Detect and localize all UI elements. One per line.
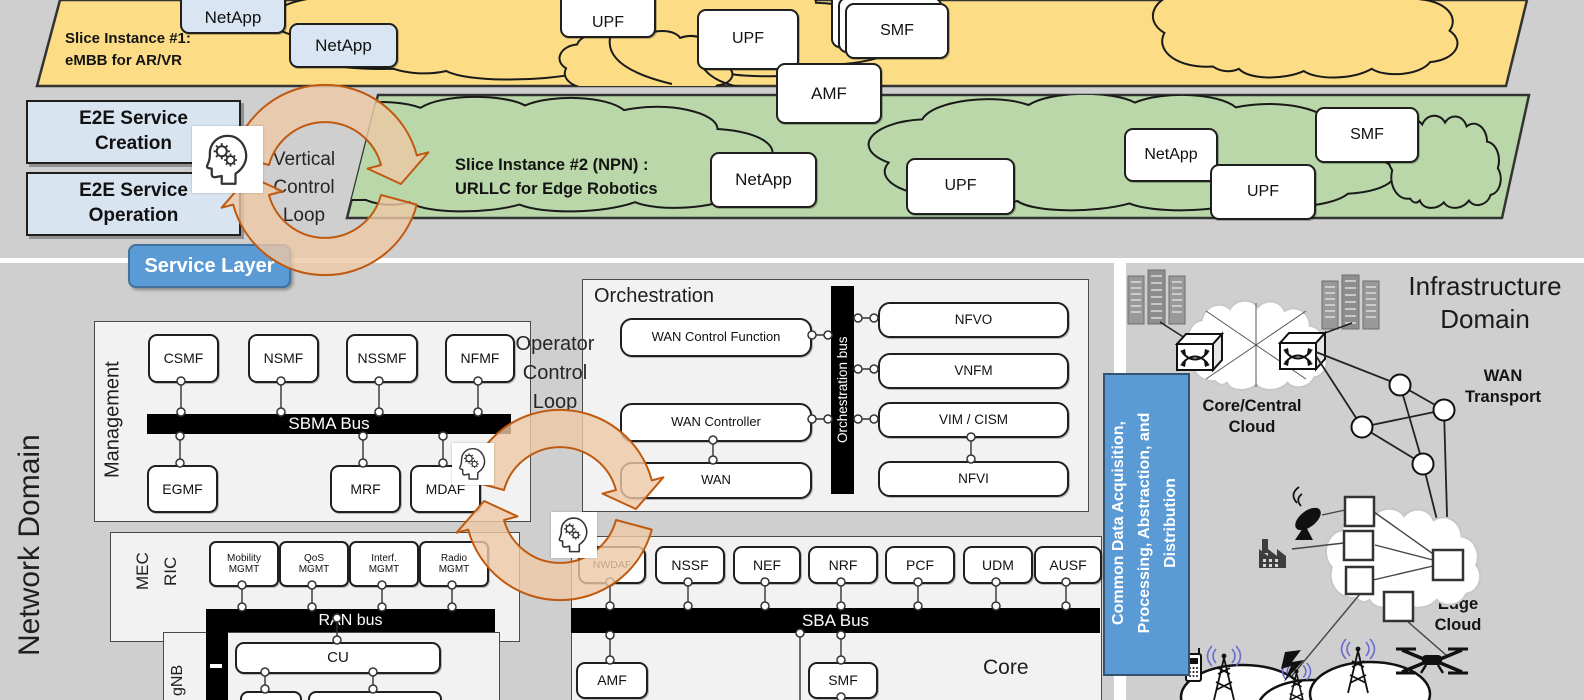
upf-box: UPF <box>906 158 1015 215</box>
edge-links <box>1275 509 1447 696</box>
nfvo-box: NFVO <box>878 302 1069 338</box>
csmf-box: CSMF <box>148 334 219 383</box>
wan-controller-box: WAN Controller <box>620 403 812 442</box>
amf-box: AMF <box>776 63 882 124</box>
nssmf-box: NSSMF <box>346 334 418 383</box>
ran-bus: RAN bus <box>206 609 495 632</box>
factory-icon <box>1259 539 1286 568</box>
ausf-box: AUSF <box>1034 546 1102 584</box>
edge-cloud-icon <box>1324 507 1482 609</box>
core-central-cloud-icon <box>1186 299 1328 391</box>
cell-tower-icon <box>1281 662 1312 700</box>
cdad-bar <box>1103 373 1190 676</box>
ran-bus-vertical-leg <box>206 609 228 700</box>
interf-mgmt-box: Interf. MGMT <box>349 541 419 587</box>
mobility-mgmt-box: Mobility MGMT <box>209 541 279 587</box>
core-central-cloud-label: Core/Central Cloud <box>1202 397 1302 436</box>
nfmf-box: NFMF <box>445 334 515 383</box>
operator-control-loop-label: Operator Control Loop <box>515 333 595 413</box>
vim-cism-box: VIM / CISM <box>878 402 1069 438</box>
mrf-box: MRF <box>330 465 401 513</box>
service-network-divider <box>0 258 1584 263</box>
egmf-box: EGMF <box>147 465 218 513</box>
netapp-box: NetApp <box>710 152 817 208</box>
du-box <box>308 691 442 700</box>
pcf-box: PCF <box>885 546 955 584</box>
nrf-box: NRF <box>808 546 878 584</box>
core-label: Core <box>983 656 1029 679</box>
network-switch-icon <box>1174 331 1225 373</box>
nssf-box: NSSF <box>655 546 725 584</box>
orchestration-title: Orchestration <box>594 285 715 307</box>
lightning-icon <box>1281 650 1304 682</box>
udm-box: UDM <box>963 546 1033 584</box>
slice2-title: Slice Instance #2 (NPN) :URLLC for Edge … <box>455 156 658 198</box>
cdad-bar-label: Common Data Acquisition,Processing, Abst… <box>1110 412 1179 634</box>
head-gears-icon <box>192 126 263 193</box>
netapp-box: NetApp <box>289 23 398 68</box>
cu-box: CU <box>235 642 441 674</box>
du-box <box>240 691 302 700</box>
orchestration-bus-label: Orchestration bus <box>835 336 850 444</box>
drone-icon <box>1396 647 1468 675</box>
network-domain-label: Network Domain <box>13 434 46 656</box>
wan-transport-graph <box>1315 351 1456 553</box>
radio-mgmt-box: Radio MGMT <box>419 541 489 587</box>
gnb-side-label: gNB <box>169 664 186 696</box>
server-rack-icon <box>1127 269 1186 325</box>
nef-box: NEF <box>733 546 801 584</box>
wan-box: WAN <box>620 462 812 499</box>
smf-box: SMF <box>845 3 949 59</box>
netapp-box: NetApp <box>1124 128 1218 182</box>
service-layer-badge: Service Layer <box>128 244 291 288</box>
management-side-label: Management <box>101 361 124 479</box>
core-smf-box: SMF <box>808 662 878 699</box>
cell-tower-icon <box>1340 638 1376 694</box>
vnfm-box: VNFM <box>878 353 1069 389</box>
edge-cloud-label: Edge Cloud <box>1434 595 1482 634</box>
upf-box: UPF <box>560 0 656 38</box>
slice1-title: Slice Instance #1:eMBB for AR/VR <box>65 30 191 69</box>
server-rack-icon <box>1321 274 1380 330</box>
satellite-dish-icon <box>1292 486 1321 540</box>
upf-box: UPF <box>1210 164 1316 220</box>
nfvi-box: NFVI <box>878 461 1069 497</box>
wan-transport-label: WAN Transport <box>1464 367 1542 406</box>
orchestration-bus <box>831 286 854 494</box>
wan-control-function-box: WAN Control Function <box>620 318 812 357</box>
head-gears-icon <box>452 443 494 485</box>
upf-box: UPF <box>697 9 799 70</box>
vertical-control-loop-label: Vertical Control Loop <box>272 149 336 226</box>
sbma-bus: SBMA Bus <box>147 414 511 434</box>
ric-side-label: RIC <box>161 556 180 586</box>
mec-side-label: MEC <box>133 552 152 590</box>
smf-box: SMF <box>1315 107 1419 163</box>
cell-tower-icon <box>1206 645 1242 700</box>
core-amf-box: AMF <box>576 662 648 699</box>
qos-mgmt-box: QoS MGMT <box>279 541 349 587</box>
head-gears-icon <box>551 512 597 558</box>
nsmf-box: NSMF <box>248 334 319 383</box>
ran-cells <box>1179 660 1432 700</box>
netapp-box: NetApp <box>180 0 286 34</box>
sba-bus: SBA Bus <box>571 608 1100 633</box>
ran-bus-dash <box>210 664 222 668</box>
network-switch-icon <box>1277 330 1328 372</box>
